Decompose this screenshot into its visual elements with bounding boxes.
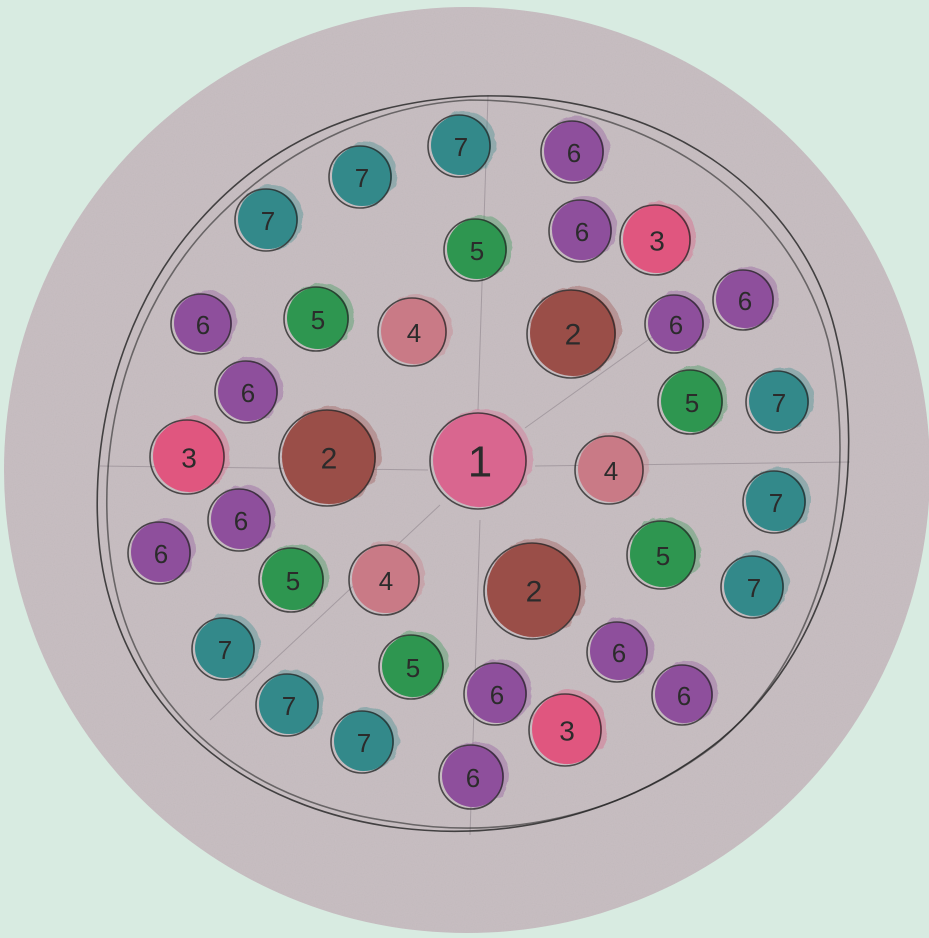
circle-number-label: 6 <box>234 506 248 536</box>
circle-number-label: 7 <box>769 488 783 518</box>
circle-number-label: 6 <box>466 763 480 793</box>
circle-number-label: 7 <box>357 728 371 758</box>
circle-number-label: 6 <box>567 138 581 168</box>
circle-number-label: 5 <box>286 566 300 596</box>
circle-number-label: 2 <box>565 319 582 352</box>
circle-number-label: 6 <box>677 681 691 711</box>
circle-number-label: 5 <box>470 236 484 266</box>
circle-number-label: 4 <box>604 456 618 486</box>
circle-number-label: 2 <box>321 443 338 476</box>
circle-number-label: 4 <box>407 318 421 348</box>
circle-number-label: 7 <box>355 163 369 193</box>
circle-number-label: 1 <box>468 438 492 487</box>
circle-number-label: 7 <box>282 691 296 721</box>
circle-number-label: 7 <box>747 573 761 603</box>
circle-number-label: 5 <box>406 653 420 683</box>
circle-number-label: 6 <box>196 310 210 340</box>
circle-number-label: 3 <box>649 226 665 257</box>
circle-number-label: 6 <box>490 680 504 710</box>
circle-number-label: 6 <box>575 217 589 247</box>
circle-number-label: 7 <box>772 388 786 418</box>
circle-number-label: 3 <box>181 443 197 474</box>
circle-number-label: 5 <box>311 305 325 335</box>
circle-number-label: 5 <box>685 388 699 418</box>
circle-number-label: 6 <box>612 638 626 668</box>
circle-number-label: 2 <box>526 576 543 609</box>
circle-number-label: 5 <box>656 541 670 571</box>
circle-number-label: 7 <box>261 206 275 236</box>
circle-number-label: 7 <box>454 132 468 162</box>
circle-number-label: 6 <box>738 286 752 316</box>
circle-number-label: 6 <box>241 378 255 408</box>
circle-number-label: 6 <box>669 310 683 340</box>
circle-number-label: 6 <box>154 539 168 569</box>
circle-number-label: 7 <box>218 635 232 665</box>
circle-number-label: 3 <box>559 716 575 747</box>
circle-number-label: 4 <box>379 566 393 596</box>
